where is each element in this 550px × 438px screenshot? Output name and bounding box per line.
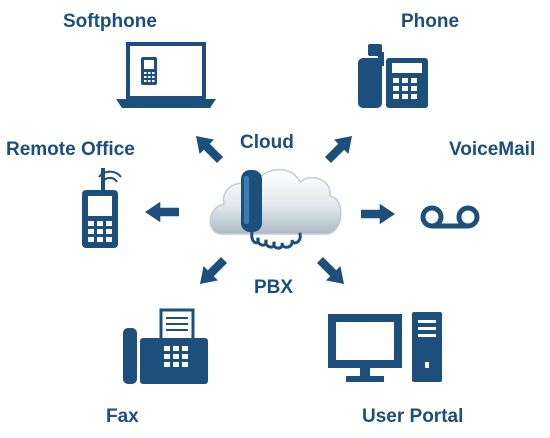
arrow-to-softphone <box>188 128 228 168</box>
desktop-computer-icon <box>328 312 442 382</box>
arrow-to-voicemail <box>361 203 395 225</box>
voicemail-icon <box>420 205 480 229</box>
desk-phone-icon <box>358 44 428 108</box>
arrow-to-remote-office <box>145 201 179 223</box>
label-cloud: Cloud <box>240 132 294 153</box>
laptop-softphone-icon <box>116 42 216 108</box>
handset-icon <box>241 170 262 232</box>
arrow-to-fax <box>192 252 232 292</box>
label-user-portal: User Portal <box>362 406 464 427</box>
label-remote-office: Remote Office <box>6 139 135 160</box>
label-softphone: Softphone <box>63 11 157 32</box>
label-fax: Fax <box>106 406 139 427</box>
label-voicemail: VoiceMail <box>449 139 536 160</box>
arrow-to-user-portal <box>312 252 352 292</box>
cloud-icon <box>209 168 342 235</box>
arrow-to-phone <box>320 128 360 168</box>
mobile-phone-icon <box>82 168 122 248</box>
label-phone: Phone <box>401 11 460 32</box>
fax-machine-icon <box>123 308 208 384</box>
coiled-cord-icon <box>250 230 302 250</box>
label-pbx: PBX <box>254 277 294 298</box>
